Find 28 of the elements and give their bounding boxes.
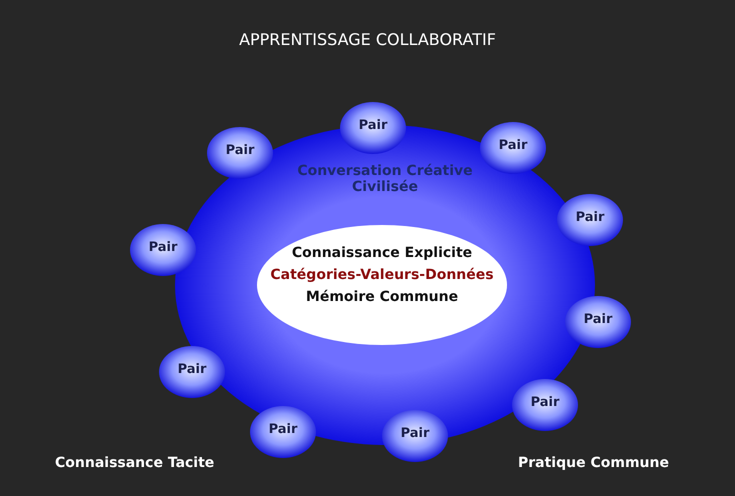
pair-label: Pair xyxy=(268,422,298,437)
pair-label: Pair xyxy=(574,210,606,225)
pair-circle xyxy=(512,379,578,431)
pair-circle xyxy=(250,406,316,458)
pair-label: Pair xyxy=(530,395,560,410)
pair-circle xyxy=(565,296,631,348)
pair-circle xyxy=(159,346,225,398)
pair-circle xyxy=(340,102,406,154)
ellipse-heading: Conversation Créative Civilisée xyxy=(296,163,474,195)
pair-label: Pair xyxy=(358,118,388,133)
pair-circle xyxy=(207,127,273,179)
pair-circle xyxy=(480,122,546,174)
pair-label: Pair xyxy=(582,312,614,327)
pair-circle xyxy=(382,410,448,462)
pair-label: Pair xyxy=(498,138,528,153)
pair-label: Pair xyxy=(148,240,178,255)
title: APPRENTISSAGE COLLABORATIF xyxy=(239,30,496,49)
inner-text: Mémoire Commune xyxy=(304,289,460,305)
pair-circle xyxy=(130,224,196,276)
pair-label: Pair xyxy=(224,143,256,158)
inner-ellipse xyxy=(257,225,507,345)
pair-label: Pair xyxy=(176,362,208,377)
pair-label: Pair xyxy=(400,426,430,441)
corner-label: Pratique Commune xyxy=(518,455,669,471)
corner-label: Connaissance Tacite xyxy=(55,455,214,471)
inner-heading: Connaissance Explicite xyxy=(290,245,474,261)
pair-circle xyxy=(557,194,623,246)
inner-subheading: Catégories-Valeurs-Données xyxy=(269,267,495,283)
